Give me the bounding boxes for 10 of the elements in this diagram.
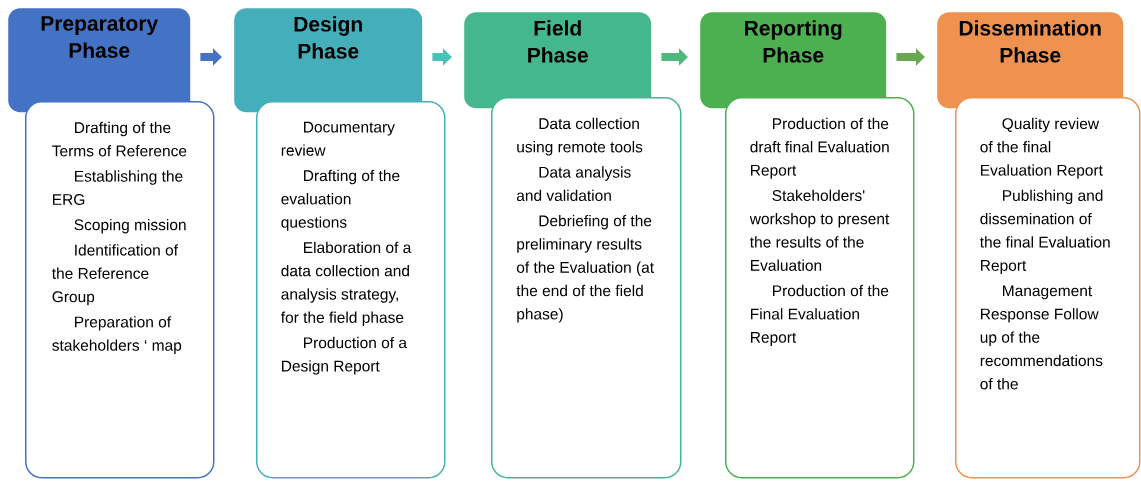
phase-header-box: Preparatory Phase [8,8,191,113]
phase-header-box: Dissemination Phase [937,12,1124,109]
activity-list-box: Drafting of the Terms of Reference Establishing the ERG Scoping mission Identification of the Reference Group Preparation of stakeholders ‘ map [25,101,215,479]
phase-header-box: Field Phase [464,12,652,109]
phase-header-box: Design Phase [234,8,423,113]
phase-header-box: Reporting Phase [700,12,887,109]
activity-list-box: Data collection using remote tools Data analysis and validation Debriefing of the preliminary results of the Evaluation (at the end of the field phase) [491,97,682,479]
activity-list-box: Documentary review Drafting of the evaluation questions Elaboration of a data collection and analysis strategy, for the field phase Production of a Design Report [256,101,446,479]
activity-list-box: Quality review of the final Evaluation Report Publishing and dissemination of the final Evaluation Report Management Response Follow up of the recommendations of the [955,97,1141,479]
activity-list-box: Production of the draft final Evaluation Report Stakeholders' workshop to present the results of the Evaluation Production of the Final Evaluation Report [725,97,915,479]
